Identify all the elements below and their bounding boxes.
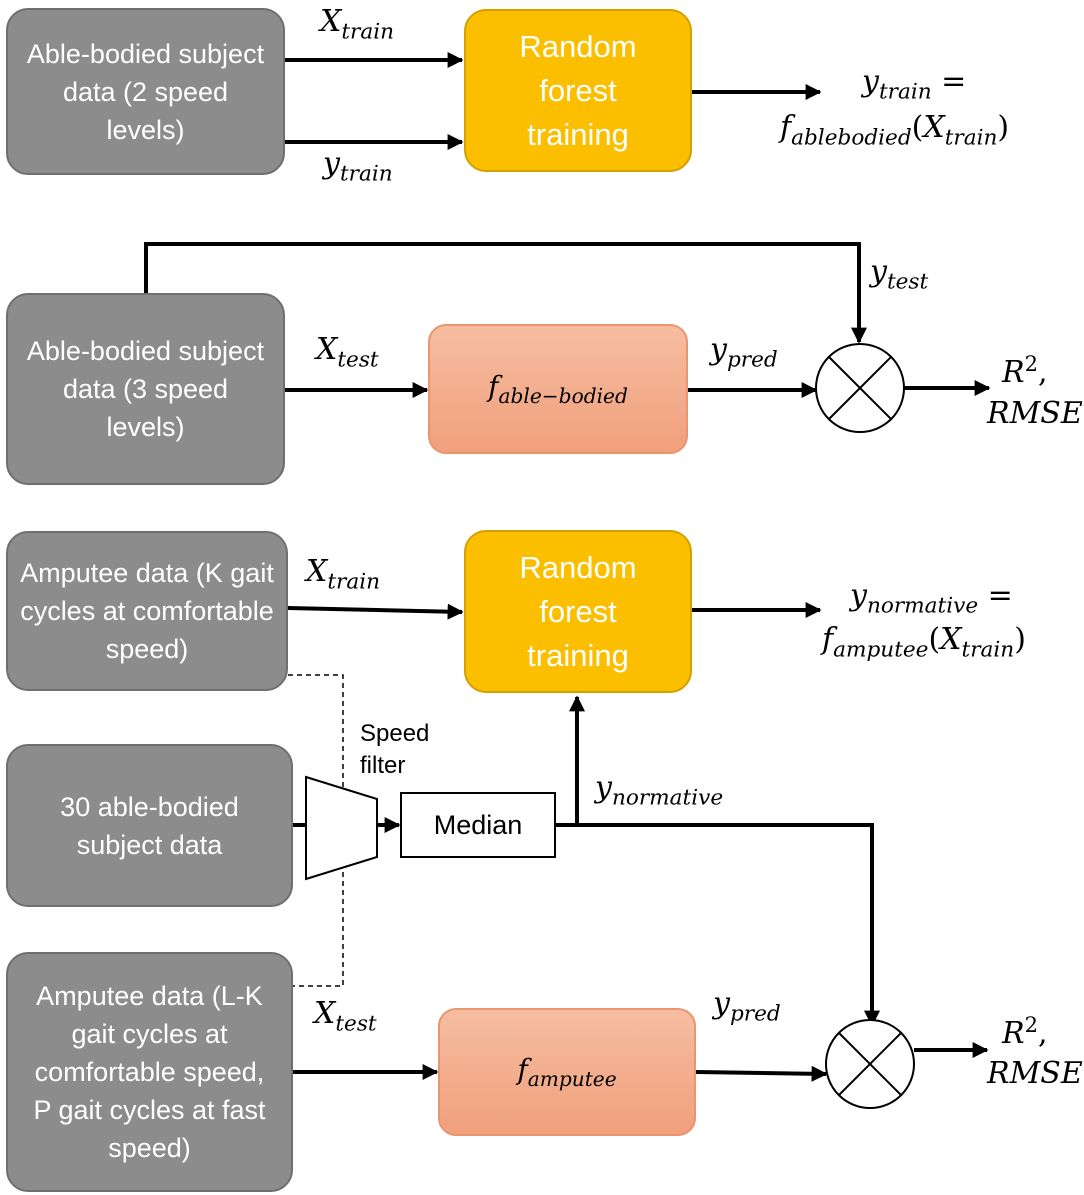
label-ynormative: ynormative <box>595 770 724 811</box>
f-able-bodied-box: fable−bodied <box>428 324 688 454</box>
arrow-pred-row4 <box>695 1065 828 1082</box>
median-box: Median <box>400 792 556 858</box>
label-xtest-row4: Xtest <box>314 996 377 1037</box>
able-bodied-3-speed-box: Able-bodied subject data (3 speed levels… <box>6 293 285 485</box>
random-forest-training-box-2: Random forest training <box>464 530 692 693</box>
amputee-k-cycles-text: Amputee data (K gait cycles at comfortab… <box>20 558 274 664</box>
able-bodied-3-speed-text: Able-bodied subject data (3 speed levels… <box>26 336 265 442</box>
amputee-lk-p-cycles-text: Amputee data (L-K gait cycles at comfort… <box>33 981 266 1163</box>
able-bodied-2-speed-text: Able-bodied subject data (2 speed levels… <box>26 38 265 145</box>
amputee-k-cycles-box: Amputee data (K gait cycles at comfortab… <box>6 531 288 691</box>
output-ynormative-line: ynormative = <box>850 578 1013 619</box>
metric-r2-row2: R2, <box>1002 352 1048 390</box>
median-text: Median <box>433 809 523 840</box>
metric-rmse-row2: RMSE <box>987 396 1083 431</box>
label-ytrain-row1: ytrain <box>323 146 393 187</box>
able-bodied-30-subjects-box: 30 able-bodied subject data <box>6 744 293 907</box>
speed-filter-trapezoid-icon <box>305 775 378 881</box>
amputee-lk-p-cycles-box: Amputee data (L-K gait cycles at comfort… <box>6 952 293 1192</box>
random-forest-training-text-2: Random forest training <box>519 549 637 673</box>
label-ypred-row4: ypred <box>713 986 781 1027</box>
output-ytrain-line: ytrain = <box>862 64 967 105</box>
metric-r2-row4: R2, <box>1002 1013 1048 1051</box>
label-xtrain-row3: Xtrain <box>306 554 381 595</box>
multiply-comparator-icon <box>815 343 905 433</box>
output-famputee-line: famputee(Xtrain) <box>822 622 1026 663</box>
metric-rmse-row4: RMSE <box>987 1056 1083 1091</box>
f-amputee-label: famputee <box>517 1052 617 1092</box>
label-ypred-row2: ypred <box>710 332 778 373</box>
random-forest-training-text-1: Random forest training <box>519 28 637 152</box>
arrow-normative-down <box>556 823 880 1027</box>
label-xtrain-row1: Xtrain <box>320 4 395 45</box>
label-xtest-row2: Xtest <box>316 332 379 373</box>
able-bodied-2-speed-box: Able-bodied subject data (2 speed levels… <box>6 8 285 175</box>
able-bodied-30-subjects-text: 30 able-bodied subject data <box>60 791 239 860</box>
multiply-comparator-icon <box>825 1019 915 1109</box>
arrow-ytest-loop <box>144 242 867 344</box>
arrow-xtrain-row3 <box>287 603 464 620</box>
random-forest-training-box-1: Random forest training <box>464 9 692 172</box>
f-able-bodied-label: fable−bodied <box>488 369 628 409</box>
speed-filter-label: Speed filter <box>360 720 430 779</box>
f-amputee-box: famputee <box>438 1008 696 1136</box>
label-ytest: ytest <box>870 254 929 295</box>
output-fablebodied-line: fablebodied(Xtrain) <box>780 110 1010 151</box>
